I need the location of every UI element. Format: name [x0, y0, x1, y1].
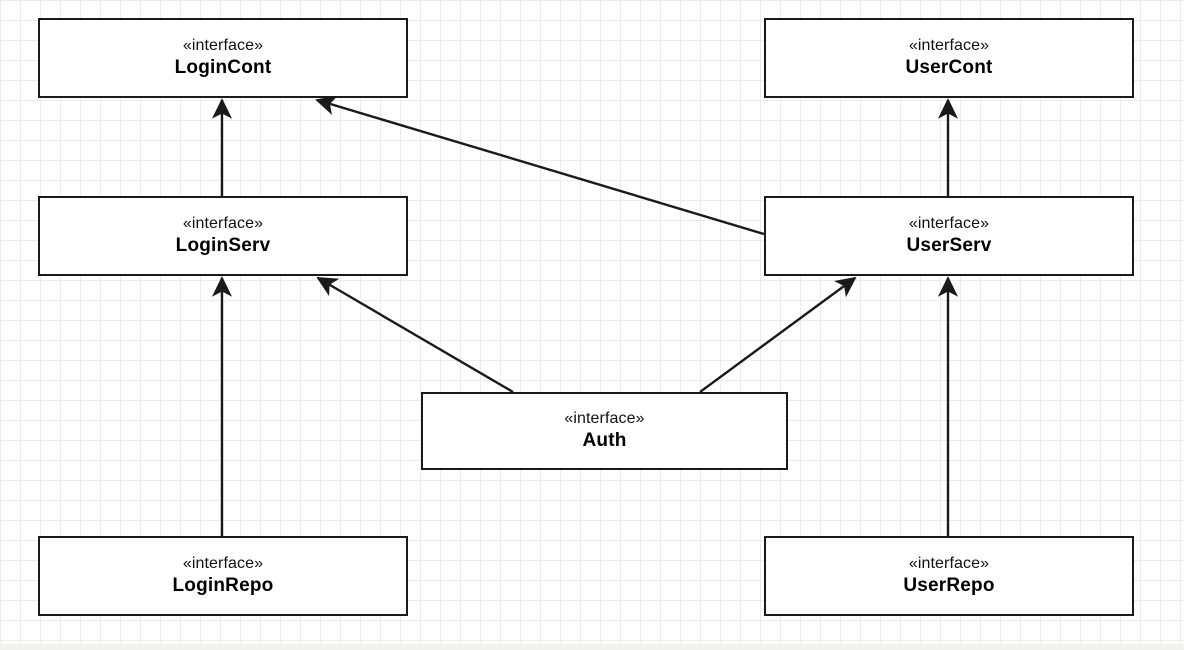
node-stereotype: «interface»: [908, 36, 990, 54]
node-title: LoginCont: [174, 56, 272, 78]
node-title: Auth: [582, 429, 627, 451]
node-title: LoginRepo: [172, 574, 274, 596]
edge-auth-to-user-serv: [699, 276, 857, 393]
node-stereotype: «interface»: [182, 554, 264, 572]
node-user-repo[interactable]: «interface» UserRepo: [764, 536, 1134, 616]
node-stereotype: «interface»: [182, 214, 264, 232]
node-stereotype: «interface»: [182, 36, 264, 54]
node-login-cont[interactable]: «interface» LoginCont: [38, 18, 408, 98]
bottom-edge-band: [0, 644, 1184, 650]
node-login-serv[interactable]: «interface» LoginServ: [38, 196, 408, 276]
node-title: LoginServ: [175, 234, 271, 256]
node-stereotype: «interface»: [564, 409, 645, 427]
node-stereotype: «interface»: [908, 214, 990, 232]
node-title: UserCont: [905, 56, 993, 78]
edge-auth-to-login-serv: [316, 276, 514, 394]
node-title: UserRepo: [903, 574, 995, 596]
node-user-cont[interactable]: «interface» UserCont: [764, 18, 1134, 98]
node-stereotype: «interface»: [908, 554, 990, 572]
node-title: UserServ: [906, 234, 992, 256]
node-user-serv[interactable]: «interface» UserServ: [764, 196, 1134, 276]
node-login-repo[interactable]: «interface» LoginRepo: [38, 536, 408, 616]
node-auth[interactable]: «interface» Auth: [421, 392, 788, 470]
